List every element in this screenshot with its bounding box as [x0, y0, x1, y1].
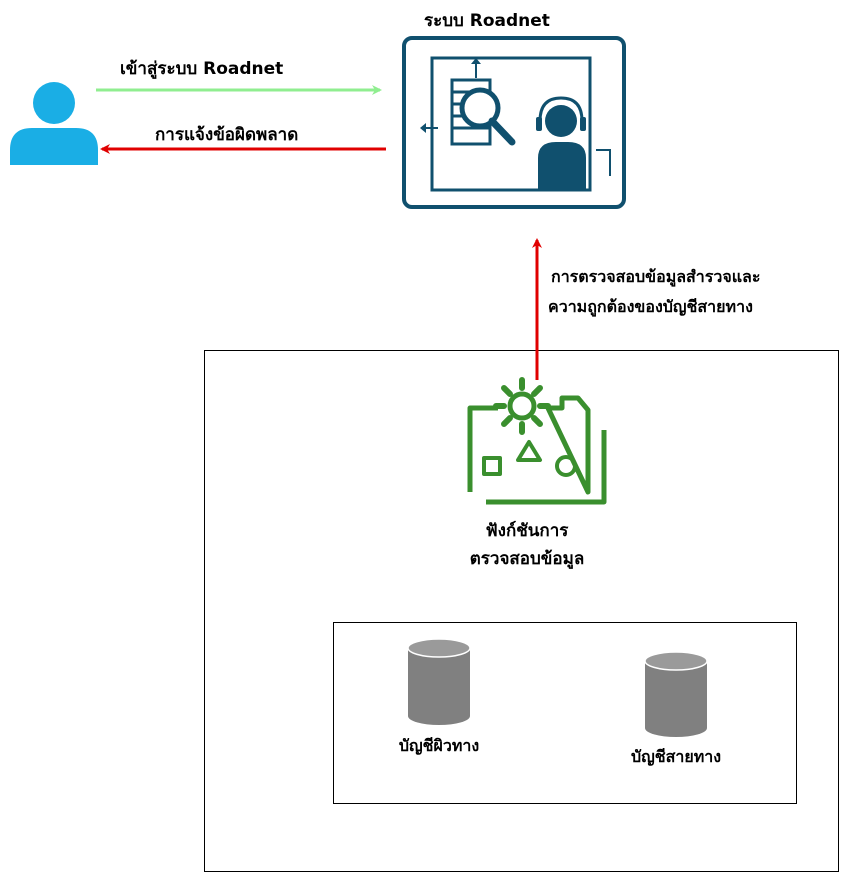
database-label-route: บัญชีสายทาง: [630, 747, 722, 766]
function-label-line1: ฟังก์ชันการ: [485, 521, 569, 541]
diagram-canvas: [10, 36, 708, 737]
validation-label-line2: ความถูกต้องของบัญชีสายทาง: [548, 297, 753, 316]
search-support-icon: [402, 36, 626, 209]
function-label-line2: ตรวจสอบข้อมูล: [469, 549, 585, 569]
user-icon: [10, 82, 98, 165]
login-arrow-label: เข้าสู่ระบบ Roadnet: [120, 59, 284, 79]
database-container: [333, 622, 797, 804]
database-label-surface: บัญชีผิวทาง: [398, 736, 480, 755]
database-icon: [644, 651, 708, 737]
error-arrow-label: การแจ้งข้อผิดพลาด: [155, 125, 299, 145]
gear-shapes-icon: [467, 377, 607, 505]
validation-label-line1: การตรวจสอบข้อมูลสำรวจและ: [551, 267, 761, 286]
system-title: ระบบ Roadnet: [424, 11, 550, 31]
database-icon: [407, 638, 471, 725]
